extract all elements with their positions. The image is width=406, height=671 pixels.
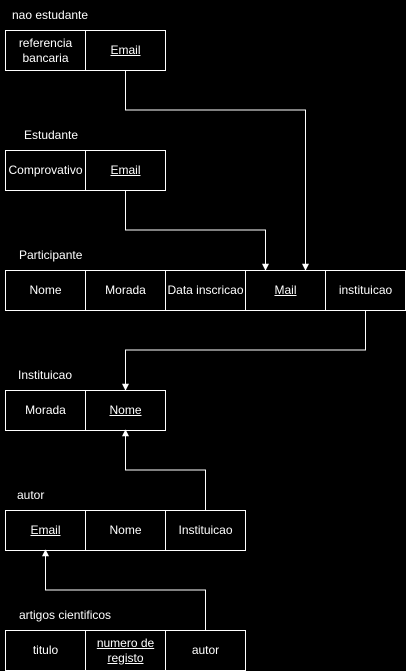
- link-estudante-email-to-participante-mail: [125, 190, 269, 271]
- artigos-numero-de-registo[interactable]: numero de registo: [85, 630, 166, 671]
- autor-email[interactable]: Email: [5, 510, 86, 551]
- instituicao-nome[interactable]: Nome: [85, 390, 166, 431]
- estudante-email[interactable]: Email: [85, 150, 166, 191]
- table-title-participante: Participante: [19, 248, 83, 262]
- participante-mail[interactable]: Mail: [245, 270, 326, 311]
- link-autor-instituicao-to-instituicao-nome: [122, 429, 206, 510]
- table-title-estudante: Estudante: [24, 128, 79, 142]
- estudante-comprovativo[interactable]: Comprovativo: [5, 150, 86, 191]
- table-title-autor: autor: [17, 488, 45, 502]
- nao-estudante-referencia-bancaria[interactable]: referencia bancaria: [5, 30, 86, 71]
- participante-nome[interactable]: Nome: [5, 270, 86, 311]
- table-title-nao-estudante: nao estudante: [12, 8, 89, 22]
- participante-instituicao[interactable]: instituicao: [325, 270, 406, 311]
- link-artigos-autor-to-autor-email: [42, 549, 206, 630]
- participante-morada[interactable]: Morada: [85, 270, 166, 311]
- instituicao-morada[interactable]: Morada: [5, 390, 86, 431]
- autor-instituicao[interactable]: Instituicao: [165, 510, 246, 551]
- autor-nome[interactable]: Nome: [85, 510, 166, 551]
- link-participante-instituicao-to-instituicao-nome: [122, 310, 366, 391]
- table-title-artigos-cientificos: artigos cientificos: [19, 608, 112, 622]
- participante-data-inscricao[interactable]: Data inscricao: [165, 270, 246, 311]
- nao-estudante-email[interactable]: Email: [85, 30, 166, 71]
- artigos-autor[interactable]: autor: [165, 630, 246, 671]
- link-nao-estudante-email-to-participante-mail: [125, 70, 309, 271]
- artigos-titulo[interactable]: titulo: [5, 630, 86, 671]
- table-title-instituicao: Instituicao: [18, 368, 73, 382]
